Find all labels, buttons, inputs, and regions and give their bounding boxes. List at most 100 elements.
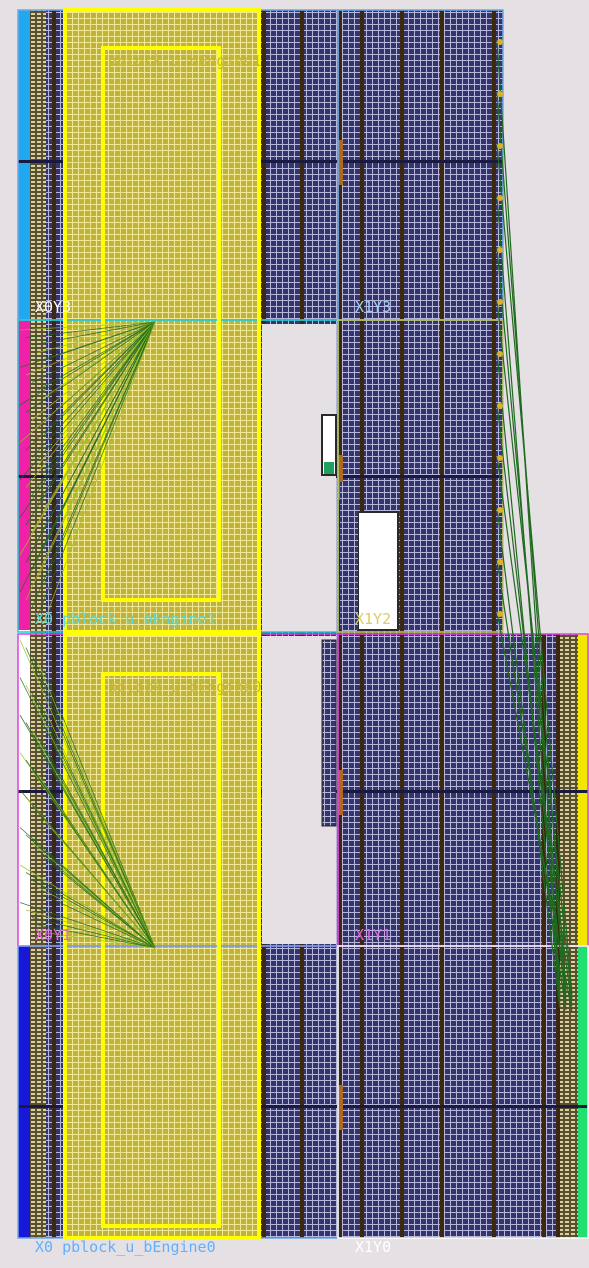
bram-column-11 bbox=[440, 10, 444, 1238]
net-1-34 bbox=[43, 894, 156, 949]
net-right-5 bbox=[496, 299, 573, 1001]
net-0-22 bbox=[31, 321, 156, 496]
net-right-8 bbox=[496, 455, 573, 1007]
io-marker-11 bbox=[497, 611, 503, 617]
net-1-39 bbox=[43, 932, 156, 949]
io-marker-7 bbox=[497, 403, 503, 409]
net-1-9 bbox=[43, 707, 156, 949]
net-0-7 bbox=[31, 321, 156, 383]
net-1-4 bbox=[43, 669, 156, 949]
gap-x0y2 bbox=[262, 324, 336, 632]
net-0-26 bbox=[25, 321, 156, 526]
io-marker-1 bbox=[497, 91, 503, 97]
io-bank-right-green bbox=[578, 946, 588, 1238]
net-0-21 bbox=[25, 321, 156, 488]
empty-regions bbox=[262, 10, 589, 944]
small-block-fill bbox=[324, 462, 334, 474]
io-marker-5 bbox=[497, 299, 503, 305]
region-label-x0y1: X0Y1 bbox=[35, 926, 71, 944]
region-label-x1y1: X1Y1 bbox=[355, 926, 391, 944]
net-0-39 bbox=[43, 321, 156, 623]
pblock-inner-label-1: pblock_u_bEngine1 bbox=[108, 52, 262, 70]
net-0-25 bbox=[19, 321, 156, 518]
net-right-7 bbox=[496, 403, 567, 1005]
net-0-0 bbox=[19, 321, 156, 331]
net-0-37 bbox=[31, 321, 156, 608]
net-0-20 bbox=[19, 321, 156, 481]
io-column-left bbox=[30, 10, 46, 1238]
io-column-right bbox=[560, 634, 578, 1238]
routed-nets bbox=[19, 39, 573, 1013]
hard-block bbox=[357, 511, 399, 631]
net-1-19 bbox=[43, 782, 156, 949]
net-0-38 bbox=[37, 321, 156, 616]
net-0-36 bbox=[25, 321, 156, 601]
io-bank-left-0 bbox=[18, 10, 30, 320]
pblock-inner-label-0: pblock_u_bEngine0 bbox=[108, 678, 262, 696]
io-marker-6 bbox=[497, 351, 503, 357]
net-0-1 bbox=[25, 321, 156, 338]
io-bank-left-3 bbox=[18, 946, 30, 1238]
region-label-x0y3: X0Y3 bbox=[35, 298, 71, 316]
net-1-1 bbox=[25, 647, 156, 949]
net-1-3 bbox=[37, 662, 156, 949]
net-1-0 bbox=[19, 639, 156, 949]
net-1-36 bbox=[25, 909, 156, 949]
io-marker-9 bbox=[497, 507, 503, 513]
net-1-38 bbox=[37, 924, 156, 949]
net-0-3 bbox=[37, 321, 156, 353]
net-0-30 bbox=[19, 321, 156, 556]
region-label-x1y3: X1Y3 bbox=[355, 298, 391, 316]
net-0-5 bbox=[19, 321, 156, 368]
net-0-31 bbox=[25, 321, 156, 563]
net-1-2 bbox=[31, 654, 156, 949]
net-0-8 bbox=[37, 321, 156, 391]
region-label-x1y2: X1Y2 bbox=[355, 610, 391, 628]
net-0-12 bbox=[31, 321, 156, 421]
thin-column bbox=[321, 639, 337, 827]
small-block bbox=[321, 414, 337, 476]
net-1-31 bbox=[25, 872, 156, 949]
net-0-10 bbox=[19, 321, 156, 406]
io-marker-2 bbox=[497, 143, 503, 149]
bram-tile-0 bbox=[338, 140, 343, 185]
io-marker-0 bbox=[497, 39, 503, 45]
region-border-x1y0 bbox=[337, 945, 589, 1239]
bram-column-0 bbox=[52, 10, 56, 1238]
net-1-33 bbox=[37, 887, 156, 949]
net-0-6 bbox=[25, 321, 156, 376]
net-1-24 bbox=[43, 819, 156, 949]
io-marker-3 bbox=[497, 195, 503, 201]
net-right-0 bbox=[496, 39, 561, 991]
net-1-30 bbox=[19, 864, 156, 949]
net-right-2 bbox=[496, 143, 573, 995]
net-right-9 bbox=[496, 507, 561, 1009]
clock-row-3 bbox=[18, 1105, 588, 1108]
io-marker-8 bbox=[497, 455, 503, 461]
bram-tile-2 bbox=[338, 770, 343, 815]
net-0-15 bbox=[19, 321, 156, 443]
net-0-2 bbox=[31, 321, 156, 346]
region-border-x1y2 bbox=[337, 319, 504, 633]
pblock-outlines[interactable] bbox=[63, 8, 261, 1240]
net-1-29 bbox=[43, 857, 156, 949]
bram-tile-1 bbox=[338, 455, 343, 500]
strip-x1y2 bbox=[340, 482, 358, 630]
net-1-14 bbox=[43, 744, 156, 949]
pblock-inner-1 bbox=[101, 46, 221, 602]
net-0-19 bbox=[43, 321, 156, 473]
net-0-16 bbox=[25, 321, 156, 451]
clock-row-0 bbox=[18, 160, 588, 163]
net-0-35 bbox=[19, 321, 156, 593]
region-label-x1y0: X1Y0 bbox=[355, 1238, 391, 1256]
bram-column-12 bbox=[492, 10, 496, 1238]
bram-tile-3 bbox=[338, 1085, 343, 1130]
pblock-inner-0 bbox=[101, 672, 221, 1228]
region-label-x0y0: X0 pblock_u_bEngine0 bbox=[35, 1238, 216, 1256]
bram-column-10 bbox=[400, 10, 404, 1238]
region-label-x0y2: X0 pblock_u_bEngine1 bbox=[35, 610, 216, 628]
net-right-11 bbox=[496, 611, 573, 1013]
io-marker-4 bbox=[497, 247, 503, 253]
io-marker-10 bbox=[497, 559, 503, 565]
